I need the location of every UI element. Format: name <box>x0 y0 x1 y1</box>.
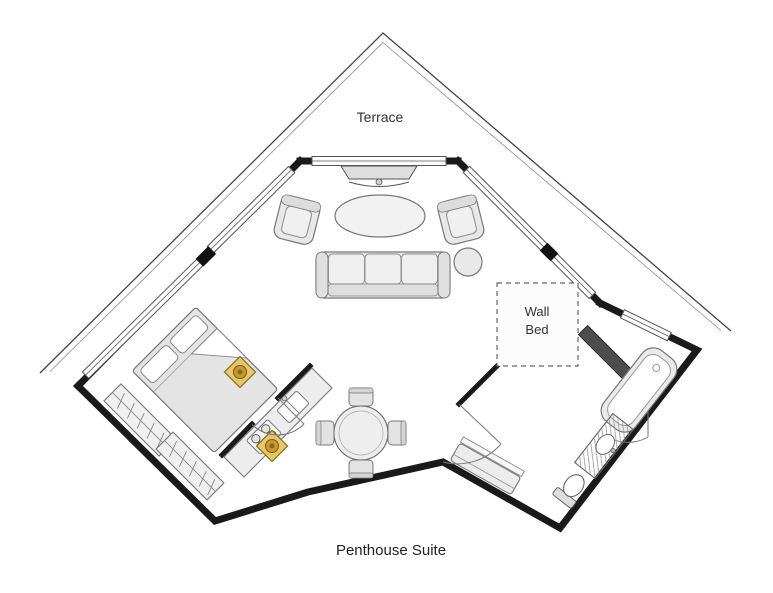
wall-post-right <box>539 242 559 262</box>
blanket-fold <box>190 327 249 359</box>
side-table <box>453 247 483 277</box>
dining-chair <box>348 387 374 407</box>
armchair-right <box>436 194 485 245</box>
dining-chair <box>348 459 374 479</box>
wall-post-left <box>195 246 217 267</box>
tv <box>340 165 418 187</box>
window-right-1 <box>462 165 549 252</box>
burner-icon <box>251 434 261 444</box>
drain-icon <box>652 363 661 372</box>
armchair-left <box>273 194 322 245</box>
terrace-outline <box>39 32 732 374</box>
coffee-table <box>334 194 426 238</box>
gold-side-table-1 <box>223 355 257 389</box>
window-right-2 <box>550 253 597 300</box>
gold-side-table-2 <box>255 429 289 463</box>
kitchen-counter <box>223 367 333 478</box>
pillow-icon <box>140 345 179 384</box>
bedroom-door-arc <box>251 397 305 436</box>
dining-set <box>315 387 407 479</box>
faucet-icon <box>281 395 288 402</box>
dining-chair <box>315 420 335 446</box>
entry-bench <box>450 436 525 495</box>
window-left-1 <box>206 165 296 254</box>
bed <box>132 307 278 453</box>
wardrobe-2 <box>155 431 225 501</box>
bedroom-divider-wall <box>218 362 314 459</box>
dining-chair <box>387 420 407 446</box>
hall-wall <box>455 362 501 408</box>
windows <box>81 156 672 380</box>
wall-bed-label-line1: Wall <box>525 304 550 319</box>
faucet-icon <box>610 448 616 454</box>
vanity-sink <box>573 412 635 480</box>
page-title: Penthouse Suite <box>336 542 446 559</box>
toilet <box>552 474 585 509</box>
sofa <box>315 251 451 299</box>
wardrobe-1 <box>103 383 177 457</box>
wall-bed-label-line2: Bed <box>525 322 548 337</box>
kitchen-sink <box>277 391 309 423</box>
terrace-door <box>311 156 447 166</box>
dining-table <box>333 405 389 461</box>
terrace-label: Terrace <box>357 109 404 125</box>
pillow-icon <box>170 315 209 354</box>
window-bathroom <box>619 309 672 342</box>
entry-door-arc <box>442 403 502 465</box>
